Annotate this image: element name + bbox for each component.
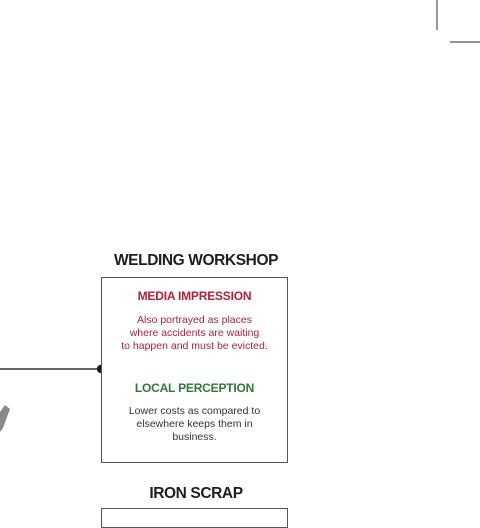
welding-workshop-title: WELDING WORKSHOP: [113, 252, 279, 269]
media-impression-line: to happen and must be evicted.: [121, 340, 268, 352]
media-impression-line: Also portrayed as places: [137, 314, 252, 326]
local-perception-line: Lower costs as compared to: [128, 405, 261, 417]
local-perception-text: Lower costs as compared to elsewhere kee…: [108, 405, 281, 444]
local-perception-heading: LOCAL PERCEPTION: [134, 381, 255, 395]
local-perception-line: business.: [172, 431, 217, 443]
iron-scrap-card: [101, 508, 288, 528]
arrow-fragment-icon: [0, 405, 10, 432]
local-perception-line: elsewhere keeps them in: [136, 418, 253, 430]
welding-workshop-card: MEDIA IMPRESSION Also portrayed as place…: [101, 277, 288, 463]
iron-scrap-title: IRON SCRAP: [149, 485, 243, 502]
media-impression-text: Also portrayed as places where accidents…: [108, 314, 281, 353]
media-impression-line: where accidents are waiting: [129, 327, 260, 339]
media-impression-heading: MEDIA IMPRESSION: [137, 289, 252, 303]
